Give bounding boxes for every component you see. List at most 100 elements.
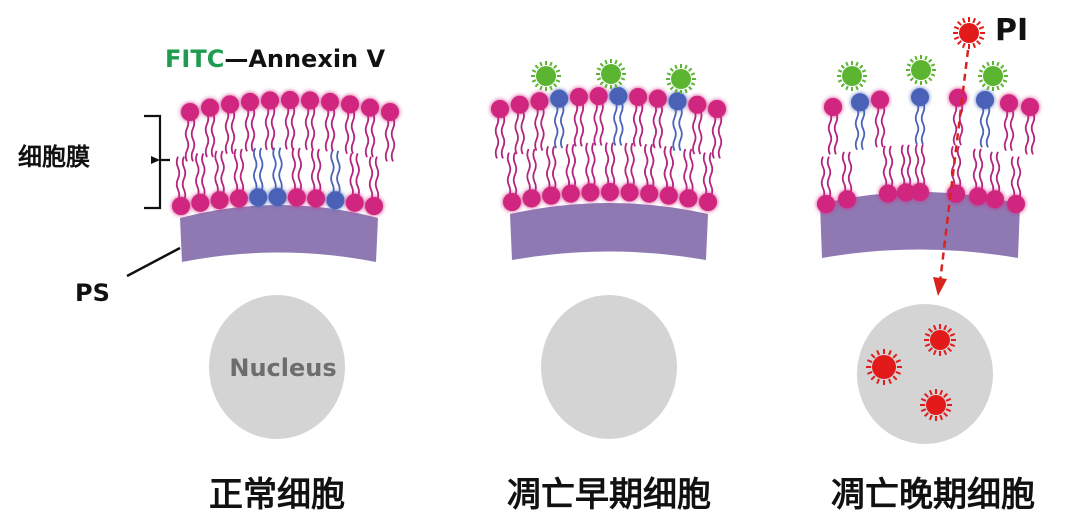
lipid-head xyxy=(708,100,726,118)
pi-molecule-icon-ray xyxy=(956,20,962,26)
lipid-tail xyxy=(224,109,230,155)
lipid-tail xyxy=(644,143,649,189)
ps-head xyxy=(326,191,345,210)
lipid-head xyxy=(172,197,190,215)
lipid-tail xyxy=(506,152,512,197)
annexin-fitc-icon-ray xyxy=(684,64,688,70)
pi-arrowhead-icon xyxy=(933,277,947,296)
annexin-markers xyxy=(531,55,1008,94)
pi-nuclear-stain-icon-ray xyxy=(920,408,927,413)
lipid-tail xyxy=(610,142,616,187)
annexin-fitc-icon-ray xyxy=(674,88,678,94)
lipid-tail xyxy=(244,106,250,152)
annexin-fitc-icon-ray xyxy=(531,69,537,73)
lipid-tail xyxy=(989,151,995,195)
annexin-fitc-icon-ray xyxy=(845,61,849,67)
lipid-tail xyxy=(349,152,354,198)
lipid-head xyxy=(345,193,364,212)
lipid-tail xyxy=(711,114,717,159)
lipid-tail xyxy=(579,101,585,147)
lipid-tail xyxy=(585,142,590,188)
pi-nuclear-stain-icon-ray xyxy=(924,343,931,348)
lipid-tail xyxy=(702,152,708,197)
lipid-head xyxy=(281,91,299,109)
annexin-fitc-icon-ray xyxy=(986,61,990,67)
ps-label: PS xyxy=(75,279,110,307)
lipid-tail xyxy=(827,112,833,155)
pi-nuclear-stain-icon-ray xyxy=(876,349,880,356)
lipid-tail xyxy=(204,112,210,158)
annexin-fitc-icon-ray xyxy=(928,58,933,63)
lipid-tail xyxy=(972,148,978,192)
lipid-head xyxy=(341,95,359,114)
annexin-fitc-icon-ray xyxy=(986,85,990,91)
lipid-head xyxy=(522,189,541,208)
pi-nuclear-stain-icon-ray xyxy=(866,371,873,375)
annexin-fitc-icon-ray xyxy=(855,85,859,91)
ps-tail xyxy=(979,104,985,148)
ps-head xyxy=(550,89,569,108)
annexin-fitc-icon xyxy=(906,55,936,85)
annexin-fitc-icon-ray xyxy=(620,77,626,81)
lipid-tail xyxy=(914,144,920,188)
lipid-tail xyxy=(604,142,610,187)
lipid-head xyxy=(569,87,588,106)
annexin-fitc-icon-ray xyxy=(531,79,537,83)
lipid-tail xyxy=(958,102,964,146)
pi-nuclear-stain-icon-ray xyxy=(892,375,898,381)
pi-nuclear-stain-icon-ray xyxy=(943,349,948,356)
lipid-tail xyxy=(520,109,525,155)
lipid-tail xyxy=(184,117,190,162)
lipid-head xyxy=(191,193,210,212)
pi-nuclear-stain-icon-ray xyxy=(932,324,937,331)
pi-nuclear-stain-icon-ray xyxy=(866,359,873,363)
lipid-head xyxy=(321,92,339,111)
nucleus-late xyxy=(857,304,993,444)
ps-tail xyxy=(985,104,991,148)
lipid-tail xyxy=(330,106,336,152)
lipid-tail xyxy=(316,148,322,194)
ps-head xyxy=(976,90,994,109)
lipid-tail xyxy=(669,145,674,191)
nucleus-early xyxy=(541,295,677,439)
annexin-fitc-icon-ray xyxy=(837,69,843,73)
annexin-fitc-icon-ray xyxy=(1002,69,1008,73)
annexin-fitc-icon-ray xyxy=(596,77,602,81)
pi-nuclear-stain-icon xyxy=(866,349,902,385)
lipid-head xyxy=(911,183,929,202)
lipid-head xyxy=(620,183,639,202)
probe-dash: — xyxy=(224,45,248,73)
lipid-tail xyxy=(565,143,570,189)
lipid-tail xyxy=(638,101,644,147)
lipid-head xyxy=(969,187,987,206)
ps-head xyxy=(268,188,287,206)
pi-nuclear-stain-icon-ray xyxy=(939,414,944,421)
lipid-tail xyxy=(190,117,196,162)
annexin-fitc-icon xyxy=(531,61,561,91)
annexin-fitc-icon-core xyxy=(671,69,691,89)
annexin-fitc-icon-ray xyxy=(555,79,561,83)
lipid-tail xyxy=(368,156,374,201)
annexin-fitc-icon-ray xyxy=(690,72,696,76)
ps-tail xyxy=(854,107,860,151)
panel-title-early: 凋亡早期细胞 xyxy=(507,475,711,515)
lipid-tail xyxy=(632,101,638,147)
annexin-fitc-icon-ray xyxy=(861,79,867,83)
annexin-fitc-icon-ray xyxy=(930,73,936,77)
panel-title-normal: 正常细胞 xyxy=(209,475,345,515)
lipid-tail xyxy=(512,152,518,197)
lipid-head xyxy=(503,193,521,211)
pi-nuclear-stain-icon-ray xyxy=(947,347,953,353)
pi-nuclear-stain-icon-ray xyxy=(927,327,933,333)
pi-molecule-icon-core xyxy=(959,23,979,43)
lipid-head xyxy=(679,189,698,208)
nucleus-label: Nucleus xyxy=(229,354,336,382)
ps-tail xyxy=(914,102,920,145)
pi-nuclear-stain-icon-ray xyxy=(939,389,944,396)
annexin-fitc-icon-ray xyxy=(909,77,914,82)
lipid-tail xyxy=(826,156,832,199)
pi-nuclear-stain-icon-ray xyxy=(895,359,902,363)
annexin-fitc-icon-ray xyxy=(978,79,984,83)
pi-nuclear-stain-icon-ray xyxy=(924,332,931,337)
